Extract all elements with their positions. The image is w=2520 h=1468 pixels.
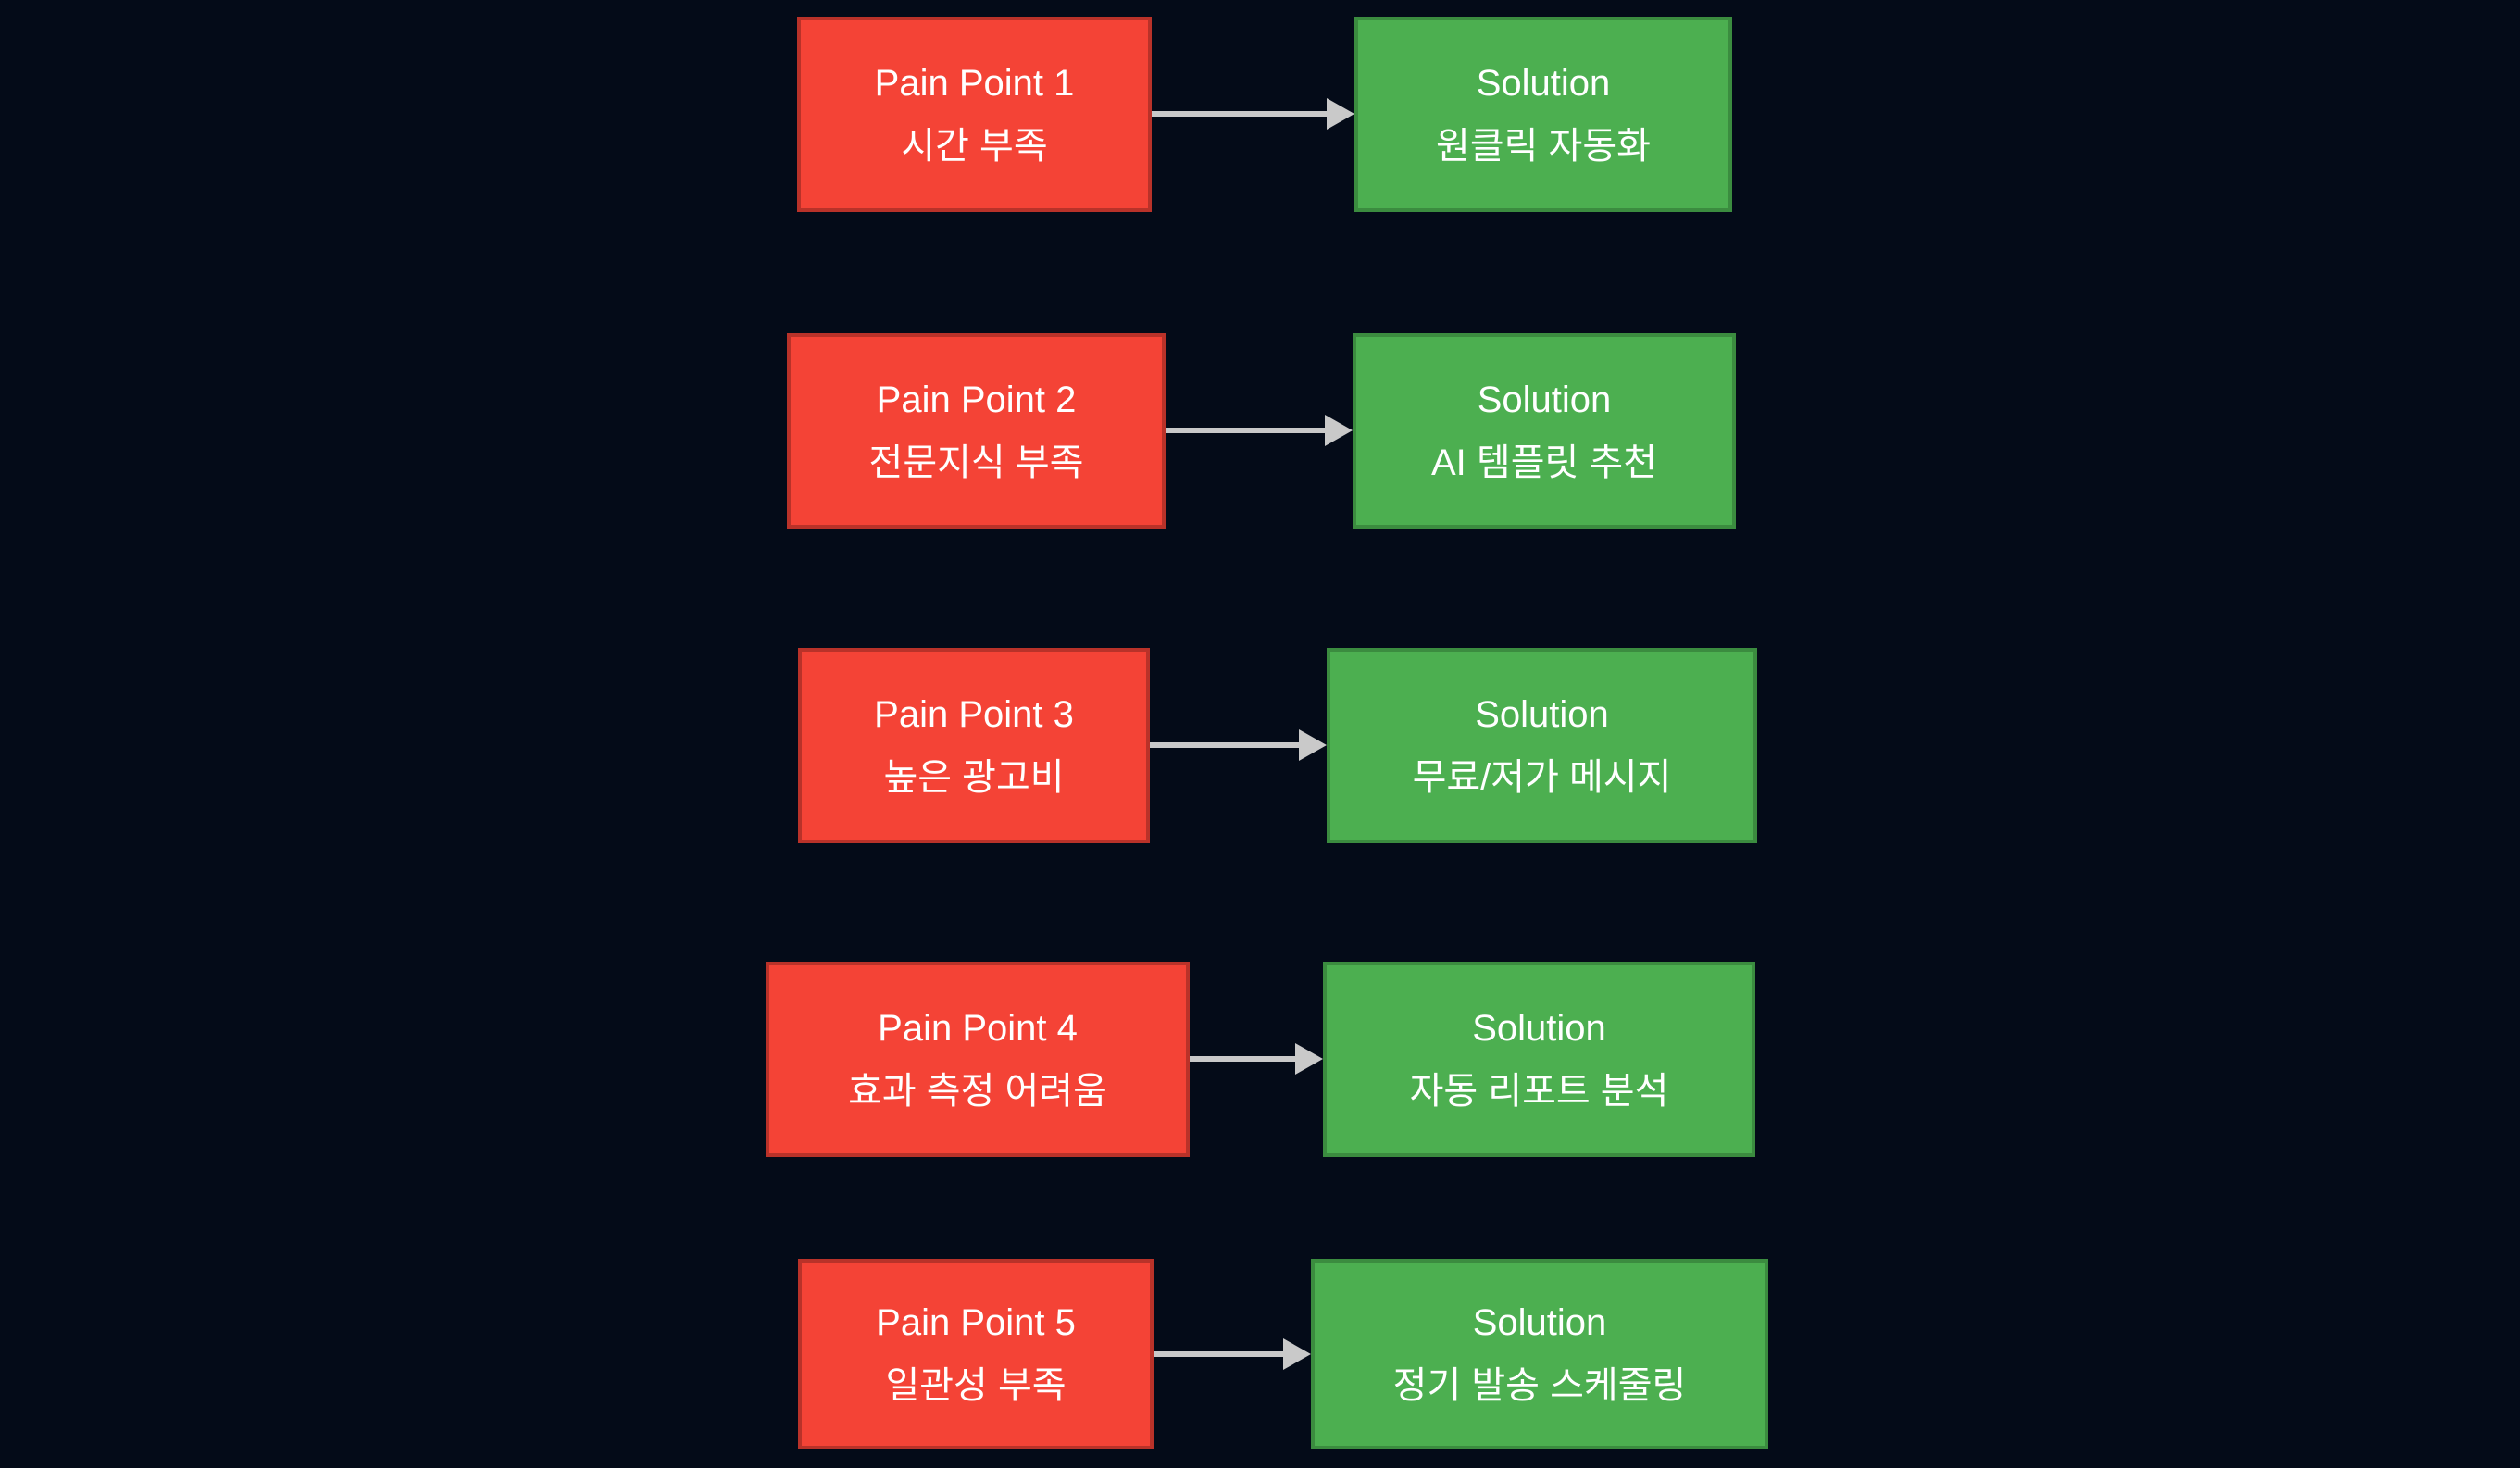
- arrow-shaft: [1190, 1056, 1301, 1062]
- solution-2-subtitle: AI 템플릿 추천: [1430, 442, 1658, 483]
- arrow-shaft: [1152, 111, 1332, 117]
- pain-point-4-subtitle: 효과 측정 어려움: [848, 1070, 1107, 1112]
- pain-point-2-subtitle: 전문지식 부족: [868, 442, 1084, 483]
- arrow-head: [1295, 1043, 1323, 1075]
- arrow-head: [1299, 729, 1327, 761]
- pain-point-3-node: Pain Point 3 높은 광고비: [798, 648, 1150, 843]
- arrow-right-icon: [1152, 95, 1354, 132]
- arrow-right-icon: [1150, 727, 1327, 764]
- pain-point-4-node: Pain Point 4 효과 측정 어려움: [766, 962, 1190, 1157]
- solution-2-title: Solution: [1477, 379, 1612, 420]
- pain-point-1-title: Pain Point 1: [874, 62, 1075, 104]
- solution-1-node: Solution 원클릭 자동화: [1354, 17, 1732, 212]
- arrow-shaft: [1150, 742, 1304, 748]
- pain-point-2-node: Pain Point 2 전문지식 부족: [787, 333, 1166, 529]
- solution-5-title: Solution: [1472, 1302, 1607, 1343]
- arrow-head: [1327, 98, 1354, 130]
- pain-point-5-node: Pain Point 5 일관성 부족: [798, 1259, 1154, 1449]
- solution-5-subtitle: 정기 발송 스케줄링: [1392, 1365, 1687, 1406]
- solution-3-subtitle: 무료/저가 메시지: [1412, 756, 1672, 798]
- arrow-right-icon: [1190, 1040, 1323, 1077]
- solution-3-node: Solution 무료/저가 메시지: [1327, 648, 1757, 843]
- solution-1-title: Solution: [1476, 62, 1611, 104]
- solution-2-node: Solution AI 템플릿 추천: [1353, 333, 1736, 529]
- arrow-shaft: [1166, 428, 1330, 433]
- pain-point-3-subtitle: 높은 광고비: [883, 756, 1065, 798]
- pain-point-3-title: Pain Point 3: [874, 693, 1074, 735]
- pain-point-1-subtitle: 시간 부족: [901, 125, 1048, 167]
- pain-point-2-title: Pain Point 2: [876, 379, 1077, 420]
- arrow-right-icon: [1154, 1336, 1311, 1373]
- solution-3-title: Solution: [1475, 693, 1609, 735]
- solution-5-node: Solution 정기 발송 스케줄링: [1311, 1259, 1768, 1449]
- pain-point-5-subtitle: 일관성 부족: [885, 1365, 1067, 1406]
- arrow-head: [1325, 415, 1353, 446]
- pain-point-5-title: Pain Point 5: [876, 1302, 1076, 1343]
- solution-4-subtitle: 자동 리포트 분석: [1409, 1070, 1669, 1112]
- arrow-right-icon: [1166, 412, 1353, 449]
- solution-1-subtitle: 원클릭 자동화: [1436, 125, 1651, 167]
- pain-point-1-node: Pain Point 1 시간 부족: [797, 17, 1152, 212]
- pain-point-4-title: Pain Point 4: [878, 1007, 1078, 1049]
- solution-4-title: Solution: [1472, 1007, 1606, 1049]
- arrow-head: [1283, 1338, 1311, 1370]
- arrow-shaft: [1154, 1351, 1289, 1357]
- solution-4-node: Solution 자동 리포트 분석: [1323, 962, 1755, 1157]
